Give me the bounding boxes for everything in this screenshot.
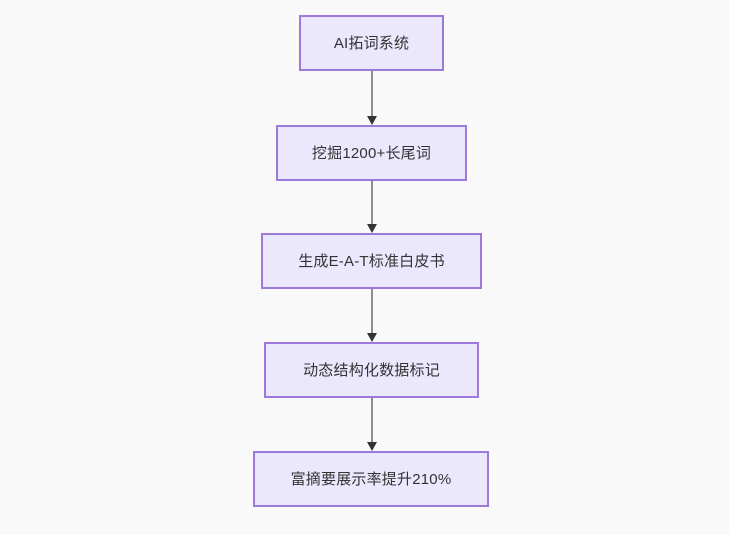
flow-node-mine-longtail-keywords[interactable]: 挖掘1200+长尾词: [276, 125, 467, 181]
flow-node-rich-snippet-impression-uplift[interactable]: 富摘要展示率提升210%: [253, 451, 489, 507]
connector-line: [371, 398, 373, 442]
flow-node-label: 挖掘1200+长尾词: [311, 144, 432, 162]
flow-node-label: 生成E-A-T标准白皮书: [298, 252, 445, 270]
flow-node-label: 富摘要展示率提升210%: [290, 470, 452, 488]
flow-node-label: AI拓词系统: [333, 34, 410, 52]
connector-line: [371, 71, 373, 116]
arrowhead-icon: [367, 442, 377, 451]
flow-node-generate-eat-whitepaper[interactable]: 生成E-A-T标准白皮书: [261, 233, 482, 289]
flow-node-ai-keyword-system[interactable]: AI拓词系统: [299, 15, 444, 71]
flow-node-dynamic-structured-data-markup[interactable]: 动态结构化数据标记: [264, 342, 479, 398]
arrowhead-icon: [367, 333, 377, 342]
arrowhead-icon: [367, 116, 377, 125]
flow-node-label: 动态结构化数据标记: [303, 361, 440, 379]
connector-line: [371, 181, 373, 224]
connector-line: [371, 289, 373, 333]
arrowhead-icon: [367, 224, 377, 233]
